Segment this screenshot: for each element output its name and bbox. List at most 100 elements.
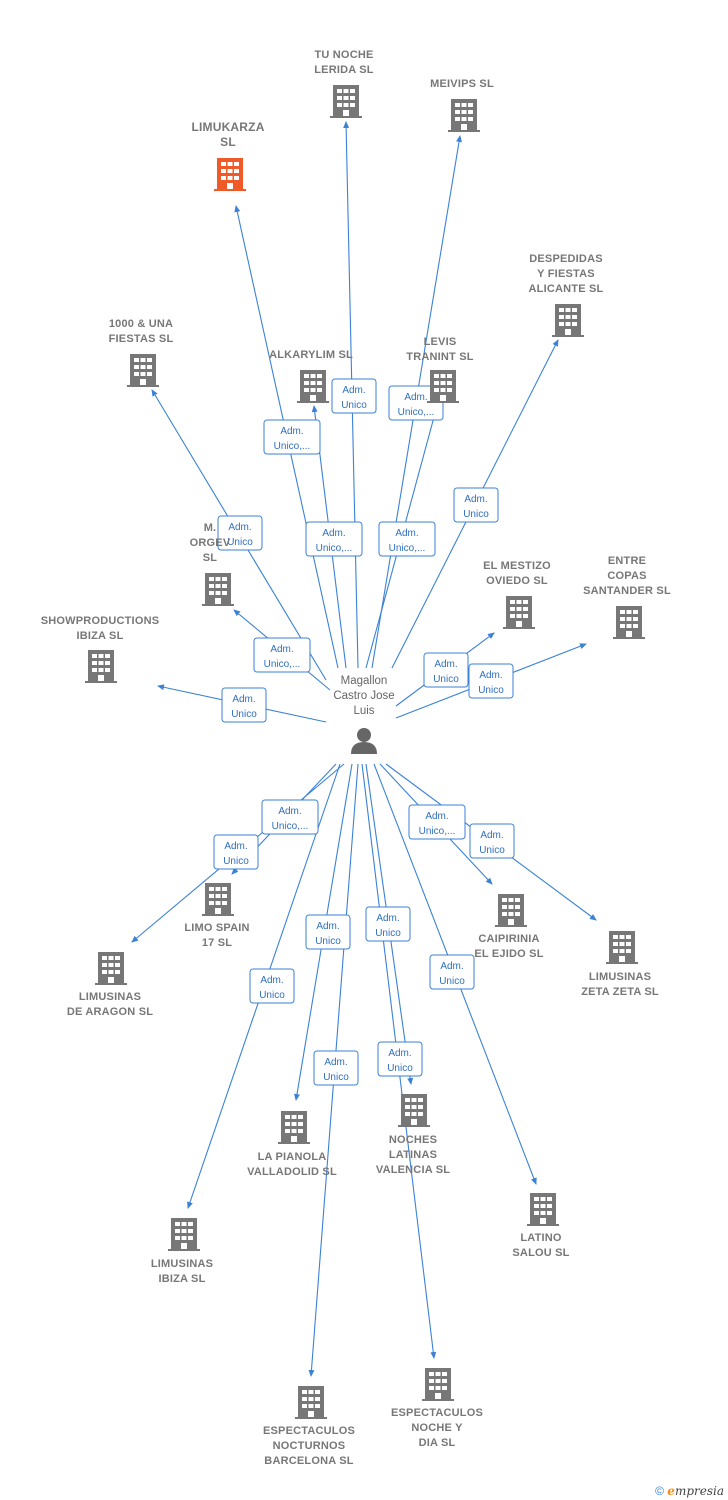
edge-label-text: Adm. — [440, 961, 463, 972]
edge-label-text: Unico — [479, 845, 505, 856]
center-person[interactable]: Magallon Castro Jose Luis — [333, 675, 395, 754]
company-node-entre-copas[interactable]: ENTRE COPAS SANTANDER SL — [583, 555, 671, 639]
company-label: EL MESTIZO — [483, 560, 551, 572]
edge-label-text: Unico,... — [419, 826, 456, 837]
edge-label-limusinas-ibiza[interactable]: Adm. Unico — [249, 968, 295, 1004]
company-label: LERIDA SL — [314, 64, 374, 76]
company-label: ENTRE — [608, 555, 646, 567]
edge-label-noches-latinas[interactable]: Adm.Unico — [365, 906, 411, 942]
edge-label-text: Unico — [259, 990, 285, 1001]
edge-label-despedidas[interactable]: Adm.Unico — [453, 487, 499, 523]
edge-label-alkarylim[interactable]: Adm.Unico,... — [305, 521, 363, 557]
company-node-tu-noche-lerida[interactable]: TU NOCHE LERIDA SL — [314, 49, 374, 118]
building-icon — [168, 1218, 200, 1251]
edge-label-box — [365, 906, 411, 942]
building-icon — [527, 1193, 559, 1226]
edge-label-caipirinia[interactable]: Adm.Unico,... — [408, 804, 466, 840]
company-label: SANTANDER SL — [583, 585, 671, 597]
company-label: NOCTURNOS — [273, 1440, 346, 1452]
empresia-logo[interactable]: empresia — [667, 1484, 724, 1498]
edge-label-meivips[interactable]: Adm.Unico,... — [388, 385, 444, 421]
building-icon — [613, 606, 645, 639]
company-label: SL — [203, 552, 218, 564]
edge-label-text: Unico,... — [264, 659, 301, 670]
company-node-alkarylim[interactable]: ALKARYLIM SL — [269, 349, 353, 403]
company-node-meivips[interactable]: MEIVIPS SL — [430, 78, 494, 132]
building-icon — [427, 370, 459, 403]
company-label: Y FIESTAS — [537, 268, 595, 280]
edge-label-text: Adm. — [395, 528, 418, 539]
edge-label-limukarza[interactable]: Adm.Unico,... — [263, 419, 321, 455]
edge-label-1000-fiestas[interactable]: Adm.Unico — [217, 515, 263, 551]
edge-label-text: Adm. — [278, 806, 301, 817]
company-label: NOCHE Y — [411, 1422, 463, 1434]
company-label: COPAS — [607, 570, 646, 582]
company-label: SALOU SL — [512, 1247, 569, 1259]
center-label-line: Castro Jose — [333, 690, 394, 702]
building-icon — [278, 1111, 310, 1144]
building-icon — [202, 573, 234, 606]
edge-label-limusinas-aragon[interactable]: Adm. Unico,... — [261, 799, 319, 835]
company-label: 17 SL — [202, 937, 232, 949]
company-label: BARCELONA SL — [264, 1455, 353, 1467]
edge-label-el-mestizo[interactable]: Adm.Unico — [423, 652, 469, 688]
building-icon — [448, 99, 480, 132]
edge-label-box — [253, 637, 311, 673]
edge-label-espectaculos-dia[interactable]: Adm.Unico — [377, 1041, 423, 1077]
building-icon — [330, 85, 362, 118]
edge-label-text: Unico,... — [272, 821, 309, 832]
edge-label-box — [377, 1041, 423, 1077]
company-label: TU NOCHE — [314, 49, 373, 61]
edge-label-text: Adm. — [324, 1057, 347, 1068]
edge-label-text: Unico,... — [274, 441, 311, 452]
edge-label-text: Unico — [227, 537, 253, 548]
company-label: M. — [204, 522, 217, 534]
building-icon — [552, 304, 584, 337]
edge-label-box — [378, 521, 436, 557]
edge-label-text: Adm. — [224, 841, 247, 852]
center-label-line: Magallon — [341, 675, 388, 687]
edge-label-limusinas-zeta[interactable]: Adm.Unico — [469, 823, 515, 859]
edge-label-entre-copas[interactable]: Adm.Unico — [468, 663, 514, 699]
edge-label-box — [305, 914, 351, 950]
company-label: VALLADOLID SL — [247, 1166, 337, 1178]
company-label: LATINAS — [389, 1149, 437, 1161]
company-label: FIESTAS SL — [109, 333, 174, 345]
edge-label-box — [221, 687, 267, 723]
edge-label-box — [305, 521, 363, 557]
edge-label-tu-noche-lerida[interactable]: Adm.Unico — [331, 378, 377, 414]
edge-label-text: Unico — [439, 976, 465, 987]
edge-label-espectaculos-barcelona[interactable]: Adm.Unico — [313, 1050, 359, 1086]
edge-label-text: Adm. — [479, 670, 502, 681]
company-label: SL — [220, 135, 236, 149]
edge-label-latino-salou[interactable]: Adm. Unico — [429, 954, 475, 990]
edge-label-limo-spain[interactable]: Adm.Unico — [213, 834, 259, 870]
edge-label-m-orgev[interactable]: Adm.Unico,... — [253, 637, 311, 673]
company-label: ESPECTACULOS — [391, 1407, 483, 1419]
edge-label-la-pianola[interactable]: Adm.Unico — [305, 914, 351, 950]
company-label: ALICANTE SL — [529, 283, 604, 295]
company-label: LIMUSINAS — [79, 991, 141, 1003]
edge-label-levis-tranint[interactable]: Adm.Unico,... — [378, 521, 436, 557]
edge-label-showproductions[interactable]: Adm.Unico — [221, 687, 267, 723]
edge-label-text: Adm. — [260, 975, 283, 986]
edge-label-box — [217, 515, 263, 551]
